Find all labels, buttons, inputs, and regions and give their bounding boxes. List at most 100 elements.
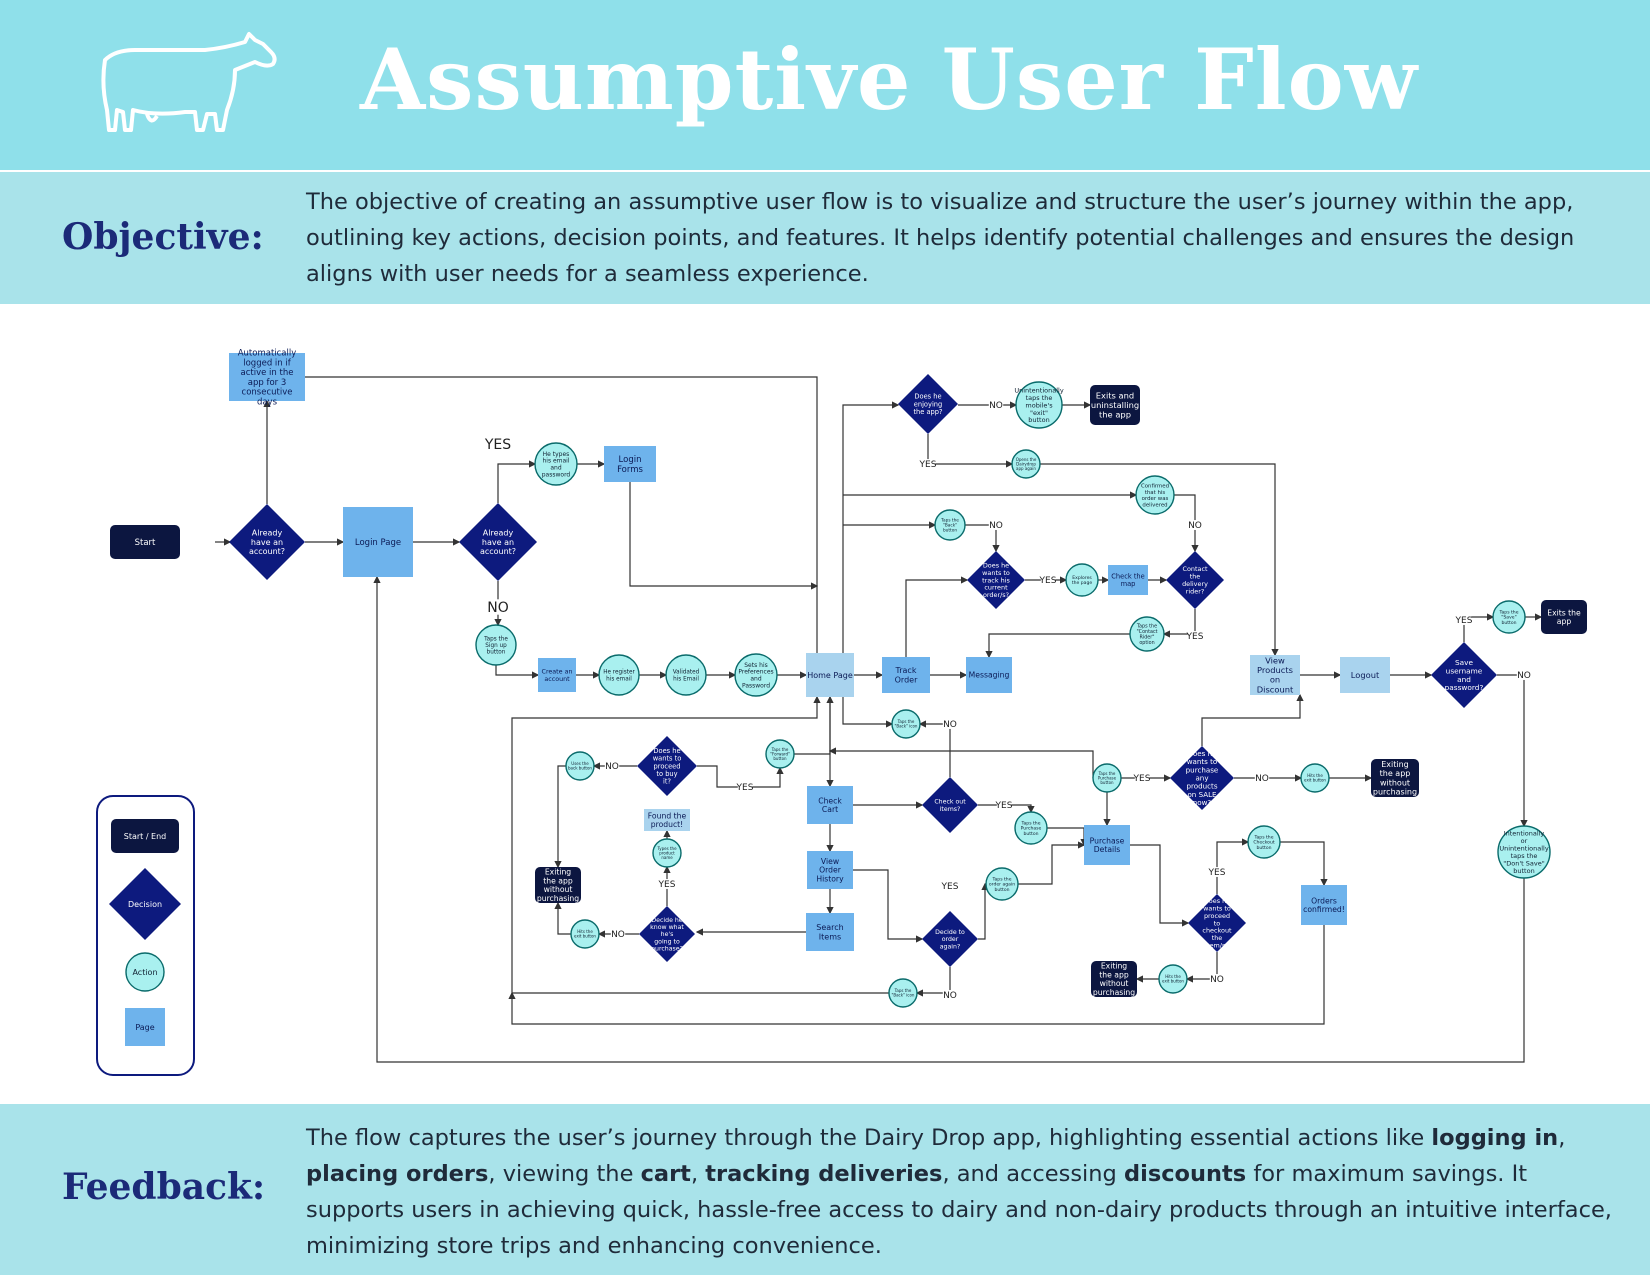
flow-connector [1130, 844, 1190, 927]
edge-label-yes: YES [995, 801, 1013, 811]
header-banner: Assumptive User Flow [0, 0, 1650, 170]
flow-connector [828, 747, 1094, 778]
flow-connector [1497, 674, 1528, 828]
feedback-segment: , [690, 1161, 706, 1187]
flow-connector [305, 376, 821, 666]
flow-connector [495, 665, 540, 679]
node-label: Taps the"Save"button [1498, 609, 1518, 626]
flow-connector [978, 804, 1035, 814]
node-label: Taps the"Forward"button [770, 747, 790, 761]
edge-label-no: NO [1517, 671, 1531, 681]
objective-text: The objective of creating an assumptive … [306, 189, 1575, 287]
feedback-segment: for maximum savings. It supports users i… [306, 1161, 1612, 1259]
flow-connector [905, 576, 969, 657]
flow-connector [508, 925, 1325, 1025]
node-label: Start [135, 538, 156, 548]
edge-label-yes: YES [1455, 616, 1473, 626]
edge-label-no: NO [487, 600, 509, 616]
feedback-segment: The flow captures the user’s journey thr… [306, 1125, 1432, 1151]
flow-connector [1201, 693, 1304, 746]
node-login-page: Login Page [343, 507, 413, 577]
node-home-page: Home Page [806, 653, 854, 697]
edge-label-yes: YES [1186, 632, 1204, 642]
flow-connector [842, 401, 900, 697]
feedback-text: The flow captures the user’s journey thr… [306, 1120, 1616, 1264]
legend-label: Action [132, 968, 157, 977]
edge-label-yes: YES [1039, 576, 1057, 586]
node-messaging: Messaging [966, 657, 1012, 693]
edge-label-no: NO [989, 401, 1003, 411]
legend-page: Page [125, 1008, 165, 1046]
edge-label-yes: YES [941, 882, 959, 892]
legend-label: Start / End [124, 832, 167, 841]
node-label: Login Page [355, 538, 401, 548]
page-title: Assumptive User Flow [360, 30, 1419, 129]
node-logout: Logout [1340, 657, 1390, 693]
node-label: Taps the"Back" icon [895, 719, 918, 729]
legend-start-end: Start / End [111, 819, 179, 853]
feedback-highlight: discounts [1124, 1161, 1247, 1187]
edge-label-yes: YES [1208, 868, 1226, 878]
feedback-label: Feedback: [62, 1166, 266, 1208]
node-taps-forward: Taps the"Forward"button [765, 739, 795, 769]
node-label: Taps the"Back"button [940, 518, 959, 534]
legend-decision: Decision [109, 868, 181, 940]
edge-label-no: NO [943, 991, 957, 1001]
flow-connector [629, 482, 819, 590]
flow-connector [1174, 494, 1199, 553]
flow-connector [1162, 609, 1196, 638]
